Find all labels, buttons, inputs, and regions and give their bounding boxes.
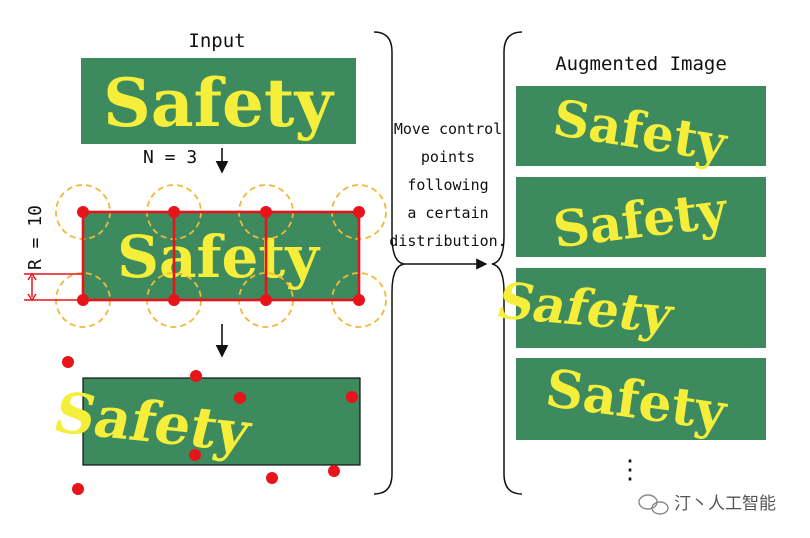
left-brace [373, 31, 405, 495]
more-ellipsis: ⋮ [617, 455, 643, 485]
wechat-icon [638, 494, 669, 515]
n-label: N = 3 [143, 147, 197, 168]
control-points [77, 206, 365, 306]
right-brace [491, 31, 523, 495]
control-grid-lines [81, 210, 361, 302]
augmented-panel-4: Safety [516, 358, 766, 444]
warped-panel: Safety [47, 356, 361, 495]
svg-text:following: following [407, 176, 488, 194]
r-label: R = 10 [25, 205, 46, 270]
radius-indicator [24, 272, 83, 302]
moved-control-points [62, 356, 358, 495]
svg-text:Move control: Move control [394, 120, 502, 138]
svg-text:a certain: a certain [407, 204, 488, 222]
augmented-panel-1: Safety [516, 86, 766, 174]
input-title: Input [188, 30, 245, 52]
augmented-panel-3: Safety [491, 268, 766, 348]
augmented-title: Augmented Image [555, 53, 727, 75]
watermark: 汀丶人工智能 [638, 494, 776, 515]
control-grid-panel: Safety [55, 184, 387, 328]
grid-word: Safety [117, 223, 321, 291]
input-word: Safety [103, 64, 334, 142]
input-panel: Safety [81, 58, 356, 144]
svg-text:distribution.: distribution. [389, 232, 506, 250]
process-description: Move control points following a certain … [389, 120, 506, 250]
watermark-text: 汀丶人工智能 [674, 494, 776, 514]
svg-text:points: points [421, 148, 475, 166]
augmented-panel-2: Safety [516, 177, 766, 259]
